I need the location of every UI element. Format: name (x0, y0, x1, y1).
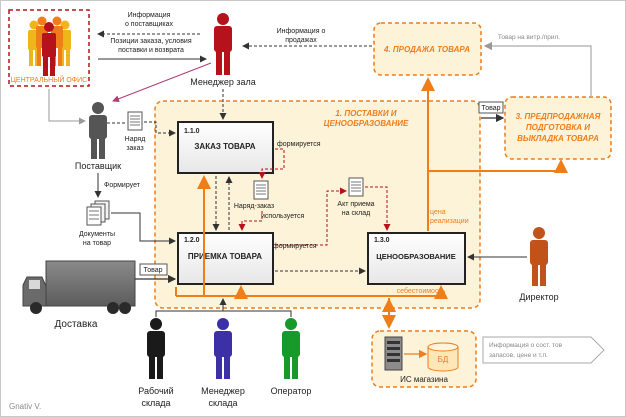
goods-tag-right: Товар (478, 101, 504, 114)
process-3-title-line3: ВЫКЛАДКА ТОВАРА (517, 134, 599, 143)
director-label: Директор (519, 292, 558, 302)
flow-forms-3: формируется (273, 187, 347, 250)
forms-3-label: формируется (273, 243, 317, 250)
flow-cost-price: себестоимость (397, 287, 446, 295)
process-1-1-0-id: 1.1.0 (184, 128, 200, 135)
server-icon (384, 336, 403, 371)
warehouse-manager-line1: Менеджер (201, 386, 245, 396)
goods-documents[interactable]: Документы на товар (79, 200, 115, 247)
warehouse-manager[interactable]: Менеджер склада (201, 318, 245, 408)
goods-tag-left-label: Товар (143, 267, 162, 274)
central-office[interactable]: ЦЕНТРАЛЬНЫЙ ОФИС (8, 9, 90, 87)
is-info-line1: Информация о сост. тов (489, 342, 563, 349)
process-1-2-0-name: ПРИЕМКА ТОВАРА (188, 252, 262, 261)
forms-1-label: формируется (277, 141, 321, 148)
flow-forms-1: формируется (258, 141, 321, 179)
acceptance-act-line1: Акт приема (337, 201, 374, 208)
process-1-title-line2: ЦЕНООБРАЗОВАНИЕ (324, 119, 409, 128)
goods-tag-right-label: Товар (481, 105, 500, 112)
process-3-box[interactable]: 3. ПРЕДПРОДАЖНАЯ ПОДГОТОВКА И ВЫКЛАДКА Т… (504, 96, 612, 160)
supplier-info-line1: Информация (128, 12, 171, 19)
process-1-1-0-name: ЗАКАЗ ТОВАРА (194, 142, 255, 151)
document-icon (127, 111, 143, 131)
order-document-mid[interactable]: Наряд-заказ (234, 180, 274, 210)
is-shop-label: ИС магазина (400, 375, 448, 384)
supplier-info-line2: о поставщиках (125, 21, 174, 28)
hall-manager-label: Менеджер зала (190, 77, 256, 87)
process-1-title-line1: 1. ПОСТАВКИ И (335, 109, 396, 118)
forms-2-label: Формирует (104, 182, 141, 189)
document-icon (348, 177, 364, 197)
process-1-1-0-box[interactable]: 1.1.0 ЗАКАЗ ТОВАРА (177, 121, 274, 174)
director-person-icon (530, 227, 548, 286)
supplier-person-icon (89, 102, 107, 159)
order-positions-line1: Позиции заказа, условия (110, 38, 191, 45)
operator[interactable]: Оператор (271, 318, 312, 396)
sales-info-line1: Информация о (277, 28, 326, 35)
is-info-line2: запасов, цене и т.п. (489, 352, 548, 359)
goods-docs-line1: Документы (79, 231, 115, 238)
flow-supplier-forms: Формирует (94, 173, 141, 198)
documents-stack-icon (86, 200, 110, 226)
process-4-box[interactable]: 4. ПРОДАЖА ТОВАРА (373, 22, 482, 76)
retail-price-line2: реализации (430, 218, 469, 225)
order-doc-line2: заказ (126, 145, 143, 152)
goods-docs-line2: на товар (83, 240, 111, 247)
warehouse-worker-line2: склада (141, 398, 170, 408)
process-3-title-line1: 3. ПРЕДПРОДАЖНАЯ (516, 112, 601, 121)
order-doc-mid-label: Наряд-заказ (234, 203, 274, 210)
delivery-label: Доставка (55, 319, 98, 330)
hall-manager[interactable]: Менеджер зала (190, 13, 256, 87)
flow-order-positions: Позиции заказа, условия поставки и возвр… (98, 38, 207, 63)
supplier-label: Поставщик (75, 161, 121, 171)
process-1-2-0-id: 1.2.0 (184, 237, 200, 244)
warehouse-manager-person-icon (214, 318, 232, 379)
operator-person-icon (282, 318, 300, 379)
warehouse-manager-line2: склада (208, 398, 237, 408)
document-icon (253, 180, 269, 200)
supplier[interactable]: Поставщик (75, 102, 121, 171)
database-icon (427, 342, 459, 372)
flow-goods-to-window: Товар на витр./прил. (483, 34, 592, 97)
order-document[interactable]: Наряд заказ (125, 111, 146, 152)
goods-in-window-label: Товар на витр./прил. (498, 34, 560, 41)
warehouse-worker[interactable]: Рабочий склада (138, 318, 174, 408)
operator-label: Оператор (271, 386, 312, 396)
cost-price-label: себестоимость (397, 287, 446, 295)
used-label: используется (261, 213, 305, 220)
process-1-3-0-name: ЦЕНООБРАЗОВАНИЕ (376, 252, 455, 261)
flow-retail-price: цена реализации (427, 159, 568, 231)
flow-used: используется (238, 211, 305, 231)
order-positions-line2: поставки и возврата (118, 47, 184, 54)
acceptance-act-line2: на склад (342, 210, 370, 217)
db-label: БД (438, 355, 449, 364)
delivery[interactable]: Доставка (22, 260, 136, 330)
process-1-3-0-id: 1.3.0 (374, 237, 390, 244)
office-people-icon (28, 16, 71, 76)
retail-price-line1: цена (430, 209, 446, 216)
process-1-2-0-box[interactable]: 1.2.0 ПРИЕМКА ТОВАРА (177, 232, 274, 285)
flow-supplier-info: Информация о поставщиках (97, 12, 200, 38)
is-store-box[interactable]: БД ИС магазина (371, 330, 477, 388)
flow-sales-info: Информация о продажах (242, 28, 372, 50)
process-4-title: 4. ПРОДАЖА ТОВАРА (383, 45, 470, 54)
order-doc-line1: Наряд (125, 136, 146, 143)
is-info-callout: Информация о сост. тов запасов, цене и т… (482, 336, 605, 364)
sales-info-line2: продажах (285, 37, 317, 44)
truck-icon (22, 260, 136, 314)
warehouse-worker-person-icon (147, 318, 165, 379)
author-credit: Gnativ V. (9, 402, 41, 411)
central-office-label: ЦЕНТРАЛЬНЫЙ ОФИС (11, 75, 87, 84)
process-3-title-line2: ПОДГОТОВКА И (526, 123, 590, 132)
director[interactable]: Директор (519, 227, 559, 302)
acceptance-act[interactable]: Акт приема на склад (337, 177, 375, 217)
warehouse-worker-line1: Рабочий (138, 386, 173, 396)
hall-manager-person-icon (214, 13, 232, 75)
goods-tag-left: Товар (139, 263, 168, 276)
process-1-3-0-box[interactable]: 1.3.0 ЦЕНООБРАЗОВАНИЕ (367, 232, 466, 285)
